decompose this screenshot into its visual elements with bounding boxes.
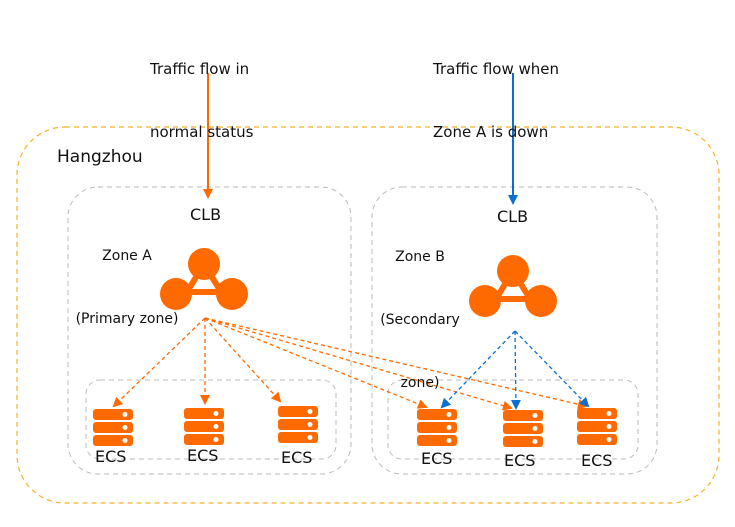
zone-a-clb-label: CLB bbox=[190, 205, 222, 224]
zone-b-role-line2: zone) bbox=[400, 375, 440, 391]
zone-b-role-line1: (Secondary bbox=[380, 312, 460, 328]
flow-b-to-ecs-b2 bbox=[510, 330, 521, 410]
zone-b-ecs-label-3: ECS bbox=[581, 451, 613, 470]
normal-flow-label-line1: Traffic flow in bbox=[150, 60, 250, 78]
zone-a-server-icon-3 bbox=[278, 406, 318, 443]
flow-a-to-ecs-b3 bbox=[204, 317, 588, 410]
region-boundary bbox=[16, 126, 720, 504]
flow-b-to-ecs-b3 bbox=[514, 330, 590, 408]
zone-a-label: Zone A (Primary zone) bbox=[62, 204, 192, 351]
zone-b-server-icon-3 bbox=[577, 408, 617, 445]
zone-a-server-icon-2 bbox=[184, 408, 224, 445]
flow-a-to-ecs-a1 bbox=[112, 317, 206, 408]
zone-a-ecs-label-3: ECS bbox=[281, 448, 313, 467]
zone-b-label: Zone B (Secondary zone) bbox=[375, 205, 465, 415]
flow-a-to-ecs-a3 bbox=[204, 317, 282, 403]
normal-flow-label-line2: normal status bbox=[150, 123, 254, 141]
flow-a-to-ecs-b1 bbox=[204, 317, 428, 409]
flow-a-to-ecs-b2 bbox=[204, 317, 513, 411]
zone-b-ecs-label-1: ECS bbox=[421, 449, 453, 468]
zone-a-server-icon-1 bbox=[93, 409, 133, 446]
zone-b-boundary bbox=[371, 186, 658, 475]
failover-flow-label: Traffic flow when Zone A is down bbox=[433, 17, 559, 164]
zone-a-role: (Primary zone) bbox=[75, 311, 179, 327]
zone-a-ecs-label-1: ECS bbox=[95, 447, 127, 466]
zone-a-boundary bbox=[67, 186, 352, 475]
region-label: Hangzhou bbox=[57, 147, 143, 167]
zone-b-load-balancer-icon bbox=[469, 255, 557, 317]
zone-a-name: Zone A bbox=[102, 248, 152, 264]
zone-b-ecs-group bbox=[387, 379, 639, 460]
zone-b-ecs-label-2: ECS bbox=[504, 451, 536, 470]
failover-flow-label-line1: Traffic flow when bbox=[433, 60, 560, 78]
zone-a-ecs-group bbox=[85, 379, 337, 460]
normal-flow-label: Traffic flow in normal status bbox=[150, 17, 253, 164]
flow-b-to-ecs-b1 bbox=[440, 330, 516, 409]
zone-b-server-icon-2 bbox=[503, 410, 543, 447]
zone-b-name: Zone B bbox=[395, 249, 445, 265]
zone-b-clb-label: CLB bbox=[497, 207, 529, 226]
zone-a-ecs-label-2: ECS bbox=[187, 446, 219, 465]
failover-flow-label-line2: Zone A is down bbox=[433, 123, 549, 141]
